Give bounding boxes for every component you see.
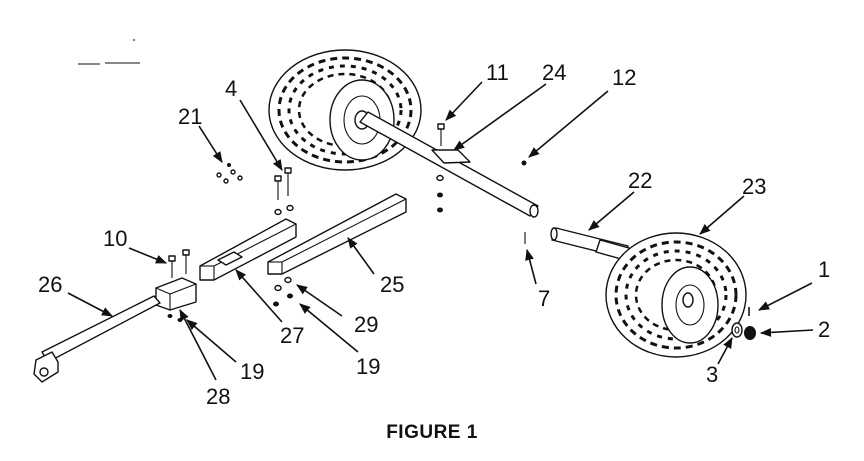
hardware-29-19 <box>273 276 293 307</box>
callout-12: 12 <box>612 65 636 90</box>
callout-29: 29 <box>354 312 378 337</box>
callout-3: 3 <box>706 362 718 387</box>
bolts-4 <box>274 167 294 216</box>
callout-1: 1 <box>818 257 830 282</box>
callout-4: 4 <box>225 76 237 101</box>
front-wheel <box>605 232 747 358</box>
frame-member-27 <box>199 218 297 281</box>
callout-2: 2 <box>818 317 830 342</box>
callout-11: 11 <box>486 60 509 85</box>
callout-26: 26 <box>38 272 62 297</box>
leader-lines <box>67 81 814 381</box>
callout-21: 21 <box>178 104 202 129</box>
coupler-28 <box>155 277 197 311</box>
callout-23: 23 <box>742 174 766 199</box>
callout-7: 7 <box>538 286 550 311</box>
callout-25: 25 <box>380 272 404 297</box>
tongue-26 <box>33 295 161 383</box>
frame-member-25 <box>267 193 407 275</box>
stray-marks <box>78 39 140 65</box>
callout-19a: 19 <box>240 359 264 384</box>
callout-labels: 1 2 3 4 7 10 11 12 19 19 21 22 23 24 25 … <box>38 60 830 409</box>
figure-caption: FIGURE 1 <box>386 422 478 443</box>
callout-22: 22 <box>628 168 652 193</box>
callout-10: 10 <box>103 226 127 251</box>
wheel-hardware <box>731 307 756 340</box>
screws-21 <box>216 163 243 184</box>
callout-24: 24 <box>542 60 566 85</box>
callout-27: 27 <box>280 323 304 348</box>
callout-19b: 19 <box>356 354 380 379</box>
axle-tube <box>359 111 539 218</box>
axle-hardware <box>436 123 527 244</box>
rear-wheel <box>268 49 422 171</box>
callout-28: 28 <box>206 384 230 409</box>
